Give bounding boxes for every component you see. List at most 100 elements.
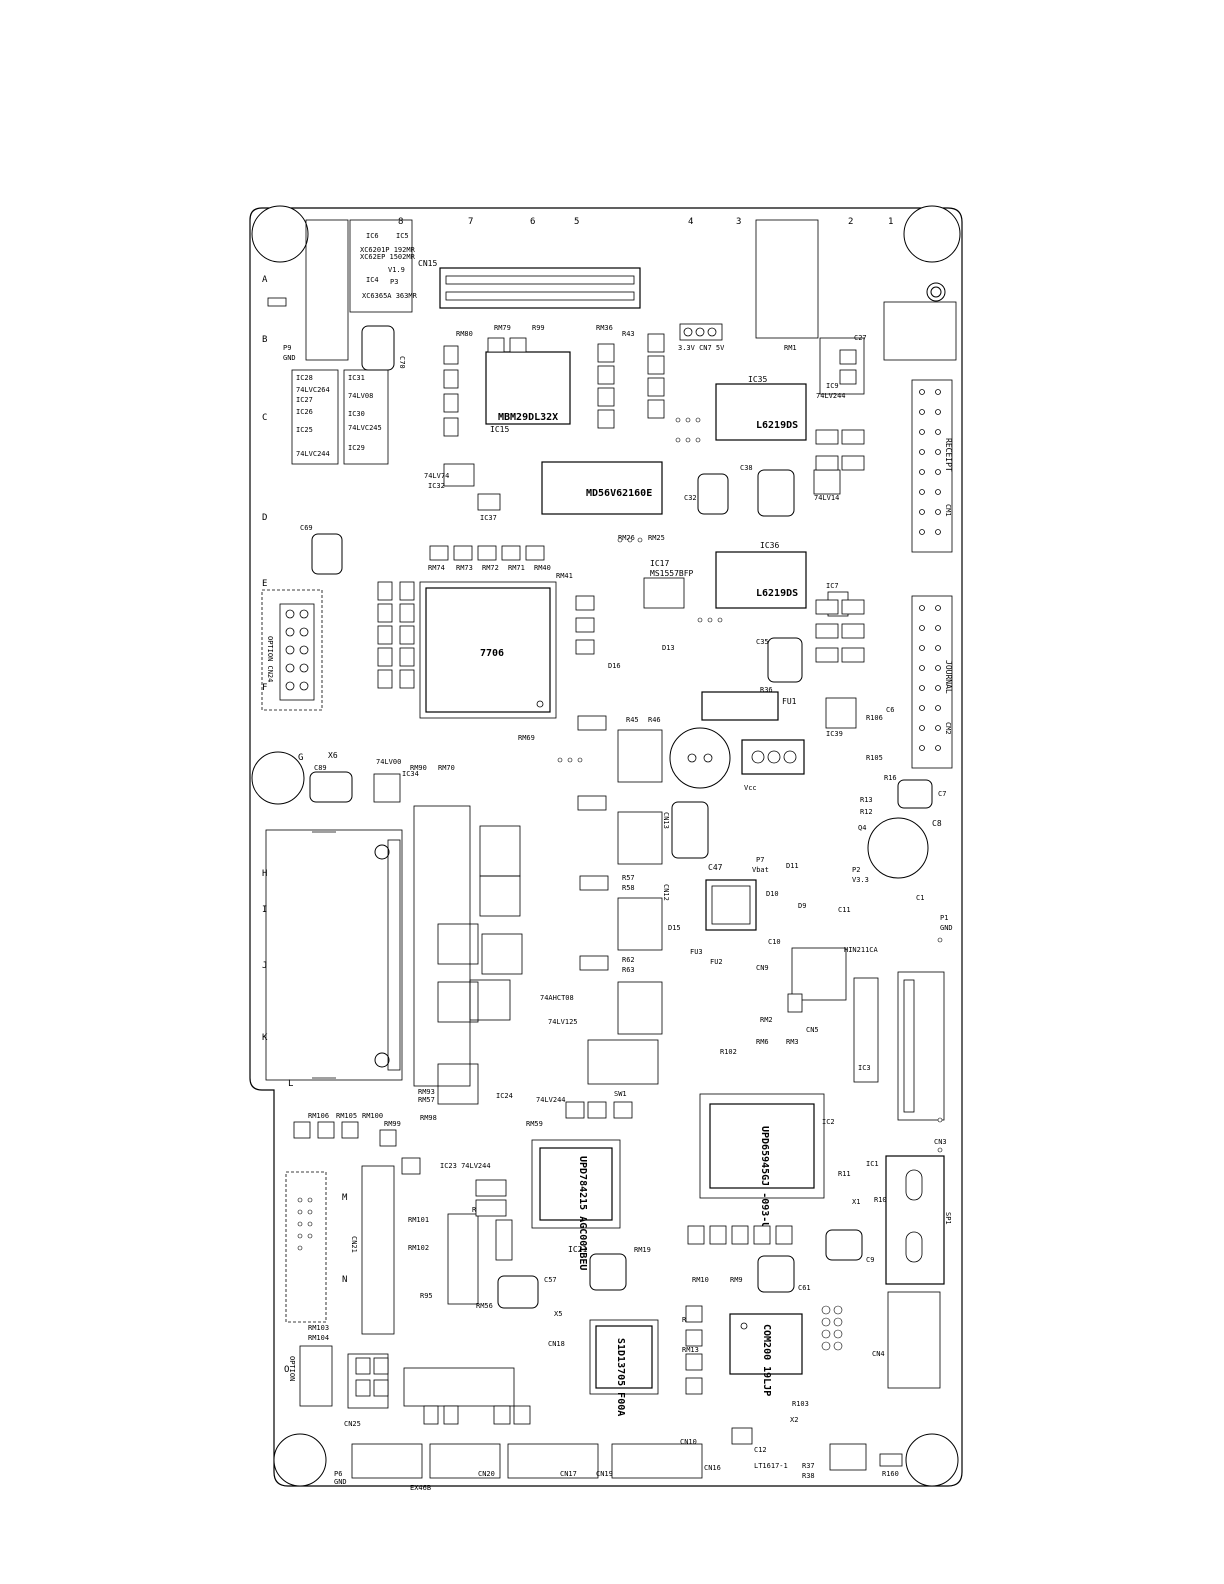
svg-text:R95: R95 [420, 1292, 433, 1300]
svg-text:P7: P7 [756, 856, 764, 864]
power-connectors: CN13 CN12 SW1 [587, 729, 670, 1098]
svg-text:SP1: SP1 [944, 1212, 952, 1225]
svg-text:CN20: CN20 [478, 1470, 495, 1478]
svg-text:IC32: IC32 [428, 482, 445, 490]
connector-receipt: RECEIPT CM1 [911, 379, 953, 553]
connector-option-cn22: OPTION CN25 [288, 1345, 389, 1428]
svg-text:D11: D11 [786, 862, 799, 870]
speaker-sp1: SP1 [885, 1155, 952, 1285]
journal-pins [919, 605, 941, 751]
board-outline [249, 207, 963, 1487]
connector-cn3: CN3 [897, 971, 947, 1146]
svg-text:XC6201P 192MR: XC6201P 192MR [360, 246, 416, 254]
svg-text:R160: R160 [882, 1470, 899, 1478]
connector-cn21: CN21 RM106 RM105 RM100 RM99 RM98 IC23 74… [285, 1112, 493, 1342]
svg-text:74LV244: 74LV244 [536, 1096, 566, 1104]
svg-text:MD56V62160E: MD56V62160E [586, 488, 652, 499]
svg-text:IC24: IC24 [496, 1092, 513, 1100]
svg-text:CN17: CN17 [560, 1470, 577, 1478]
svg-text:SW1: SW1 [614, 1090, 627, 1098]
svg-text:74LV08: 74LV08 [348, 392, 373, 400]
svg-text:7706: 7706 [480, 648, 504, 659]
svg-text:RM79: RM79 [494, 324, 511, 332]
svg-text:D10: D10 [766, 890, 779, 898]
svg-text:C6: C6 [886, 706, 894, 714]
connector-option-cn24: OPTION CN24 [261, 589, 323, 711]
svg-text:IC35: IC35 [748, 375, 767, 384]
svg-text:R103: R103 [792, 1400, 809, 1408]
svg-text:C38: C38 [740, 464, 753, 472]
svg-text:74LV244: 74LV244 [816, 392, 846, 400]
svg-text:5: 5 [574, 217, 579, 227]
edge-letter-e: E [262, 579, 267, 589]
svg-text:RM99: RM99 [384, 1120, 401, 1128]
svg-text:RM19: RM19 [634, 1246, 651, 1254]
svg-text:RM102: RM102 [408, 1244, 429, 1252]
svg-text:XC6365A 363MR: XC6365A 363MR [362, 292, 418, 300]
svg-text:RM103: RM103 [308, 1324, 329, 1332]
svg-text:RM69: RM69 [518, 734, 535, 742]
small-ics: IC32 74LV74 IC37 74LV00 IC34 X6 74LV14 I… [328, 330, 953, 974]
svg-text:R105: R105 [866, 754, 883, 762]
svg-text:74LVC245: 74LVC245 [348, 424, 382, 432]
svg-text:IC1: IC1 [866, 1160, 879, 1168]
chip-ic19: MD56V62160E RM26 RM25 [541, 461, 665, 542]
svg-text:OPTION: OPTION [288, 1356, 296, 1381]
svg-text:IC2: IC2 [822, 1118, 835, 1126]
resistor-pads [293, 333, 865, 1425]
card-slot [265, 829, 403, 1081]
svg-text:R106: R106 [866, 714, 883, 722]
svg-text:P1: P1 [940, 914, 948, 922]
svg-text:S1D13705 F00A: S1D13705 F00A [615, 1338, 626, 1416]
svg-text:IC7: IC7 [826, 582, 839, 590]
svg-text:74LV00: 74LV00 [376, 758, 401, 766]
edge-letter-k: K [262, 1033, 268, 1043]
svg-text:C61: C61 [798, 1284, 811, 1292]
svg-text:IC21: IC21 [568, 1245, 587, 1254]
svg-text:R12: R12 [860, 808, 873, 816]
svg-text:V1.9: V1.9 [388, 266, 405, 274]
connector-cn8: Vcc [741, 739, 805, 792]
svg-text:L6219DS: L6219DS [756, 420, 798, 431]
chip-ic36: L6219DS IC36 [715, 541, 807, 609]
chip-ic35: L6219DS IC35 74LV244 IC9 [715, 375, 846, 441]
svg-text:R63: R63 [622, 966, 635, 974]
capacitors: C38 C32 C35 C57 C61 C89 C7 C9 C70 C69 [300, 325, 946, 1309]
chip-ic17: IC17 MS1557BFP [643, 559, 694, 609]
logic-ic-column: IC28 74LVC264 IC27 IC26 IC25 74LVC244 IC… [291, 369, 389, 465]
edge-letters: A B C D E F G H I J K L M N O [262, 275, 348, 1375]
svg-text:GND: GND [334, 1478, 347, 1486]
svg-text:D13: D13 [662, 644, 675, 652]
svg-text:RM6: RM6 [756, 1038, 769, 1046]
fuse-fu1: FU1 R36 [701, 686, 797, 721]
svg-text:V3.3: V3.3 [852, 876, 869, 884]
svg-text:IC39: IC39 [826, 730, 843, 738]
buzzer: C8 [669, 727, 942, 879]
svg-text:EX46B: EX46B [410, 1484, 431, 1492]
svg-text:RM3: RM3 [786, 1038, 799, 1046]
svg-text:4: 4 [688, 217, 693, 227]
via-dots [297, 417, 943, 1351]
chip-ic15: MBM29DL32X IC15 RM80 RM79 R99 RM36 [456, 324, 613, 434]
svg-text:CN9: CN9 [756, 964, 769, 972]
svg-text:74LV14: 74LV14 [814, 494, 839, 502]
svg-text:HIN211CA: HIN211CA [844, 946, 879, 954]
svg-text:74LVC264: 74LVC264 [296, 386, 330, 394]
edge-letter-b: B [262, 335, 267, 345]
svg-text:2: 2 [848, 217, 853, 227]
svg-text:X6: X6 [328, 751, 338, 760]
svg-text:P2: P2 [852, 866, 860, 874]
svg-text:C32: C32 [684, 494, 697, 502]
regulator-block: XC6201P 192MR XC62EP 1502MR V1.9 P3 XC63… [267, 219, 418, 362]
svg-text:COM200 19LJP: COM200 19LJP [761, 1324, 772, 1396]
receipt-pins [919, 389, 941, 535]
svg-text:RM10: RM10 [692, 1276, 709, 1284]
soic-clusters: RM93 RM57 RM69 RM90 RM70 74AHCT08 74LV12… [410, 734, 578, 1105]
svg-text:CN5: CN5 [806, 1026, 819, 1034]
svg-text:RM40: RM40 [534, 564, 551, 572]
svg-text:C12: C12 [754, 1446, 767, 1454]
svg-text:GND: GND [940, 924, 953, 932]
edge-letter-g: G [298, 753, 303, 763]
svg-text:IC27: IC27 [296, 396, 313, 404]
